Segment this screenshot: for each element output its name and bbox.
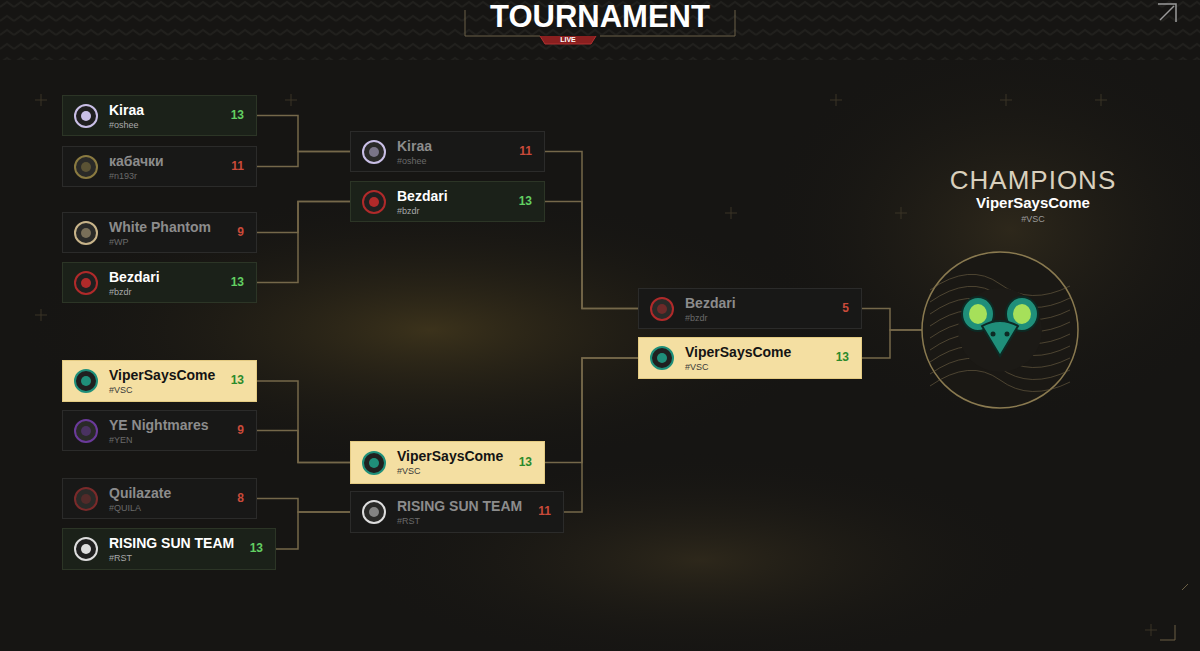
team-tag: #VSC [922,211,1144,227]
team-tag: #oshee [397,155,432,167]
score: 13 [231,109,244,121]
team-box: ViperSaysCome#VSC 13 [638,337,862,379]
champion-panel: CHAMPIONSViperSaysCome#VSC [922,165,1144,415]
team-name: ViperSaysCome [397,448,503,465]
team-logo [360,188,388,216]
team-name: White Phantom [109,219,211,236]
score: 13 [231,276,244,288]
team-tag: #VSC [109,384,215,396]
score: 5 [842,302,849,314]
score: 13 [250,542,263,554]
team-logo [72,102,100,130]
team-box: кабачки#n193r 11 [62,146,257,187]
score: 11 [231,160,244,172]
team-name: RISING SUN TEAM [109,535,234,552]
team-tag: #VSC [685,361,791,373]
bracket-connector [257,116,350,152]
team-tag: #WP [109,236,211,248]
team-box: RISING SUN TEAM#RST 11 [350,491,564,533]
bracket-connector [257,202,350,283]
score: 8 [237,492,244,504]
live-badge: LIVE [545,36,591,44]
team-name: Bezdari [397,188,448,205]
team-box: White Phantom#WP 9 [62,212,257,253]
team-logo [648,344,676,372]
team-logo [72,153,100,181]
team-name: RISING SUN TEAM [397,498,522,515]
bracket-connector [257,152,350,167]
team-logo [72,485,100,513]
team-name: ViperSaysCome [922,195,1144,211]
team-logo [72,219,100,247]
team-name: Kiraa [397,138,432,155]
team-box: Bezdari#bzdr 5 [638,288,862,329]
bracket-connector [257,381,350,463]
team-logo [648,295,676,323]
team-tag: #QUILA [109,502,171,514]
team-box: Bezdari#bzdr 13 [62,262,257,303]
bracket-connector [862,330,922,358]
team-box: Kiraa#oshee 11 [350,131,545,172]
bracket-connector [545,202,638,309]
bracket-connector [545,358,638,463]
team-tag: #bzdr [109,286,160,298]
team-tag: #RST [397,515,522,527]
bracket-connector [545,152,638,309]
score: 9 [237,226,244,238]
bracket-connector [276,512,350,549]
team-name: Quilazate [109,485,171,502]
bracket-connector [564,358,638,512]
score: 13 [231,374,244,386]
team-logo [360,498,388,526]
bracket-connector [257,499,350,513]
team-tag: #oshee [109,119,144,131]
team-box: Kiraa#oshee 13 [62,95,257,136]
score: 13 [519,456,532,468]
score: 11 [519,145,532,157]
score: 11 [538,505,551,517]
champion-heading: CHAMPIONS [922,165,1144,195]
team-box: Bezdari#bzdr 13 [350,181,545,222]
team-name: YE Nightmares [109,417,209,434]
team-logo [360,449,388,477]
team-tag: #YEN [109,434,209,446]
team-name: Bezdari [109,269,160,286]
team-name: ViperSaysCome [109,367,215,384]
team-tag: #bzdr [685,312,736,324]
team-logo [72,269,100,297]
team-name: кабачки [109,153,164,170]
team-logo [72,417,100,445]
bracket-connector [257,202,350,233]
page-title: TOURNAMENT [470,0,730,34]
team-tag: #n193r [109,170,164,182]
team-box: ViperSaysCome#VSC 13 [62,360,257,402]
team-logo [72,367,100,395]
team-box: Quilazate#QUILA 8 [62,478,257,519]
team-name: ViperSaysCome [685,344,791,361]
team-box: YE Nightmares#YEN 9 [62,410,257,451]
team-tag: #RST [109,552,234,564]
team-logo [962,297,1038,356]
score: 13 [519,195,532,207]
team-name: Bezdari [685,295,736,312]
team-tag: #bzdr [397,205,448,217]
team-logo [72,535,100,563]
team-tag: #VSC [397,465,503,477]
score: 9 [237,424,244,436]
team-box: RISING SUN TEAM#RST 13 [62,528,276,570]
score: 13 [836,351,849,363]
bracket-connector [862,309,922,331]
team-logo [360,138,388,166]
team-name: Kiraa [109,102,144,119]
team-box: ViperSaysCome#VSC 13 [350,441,545,484]
bracket-connector [257,431,350,463]
